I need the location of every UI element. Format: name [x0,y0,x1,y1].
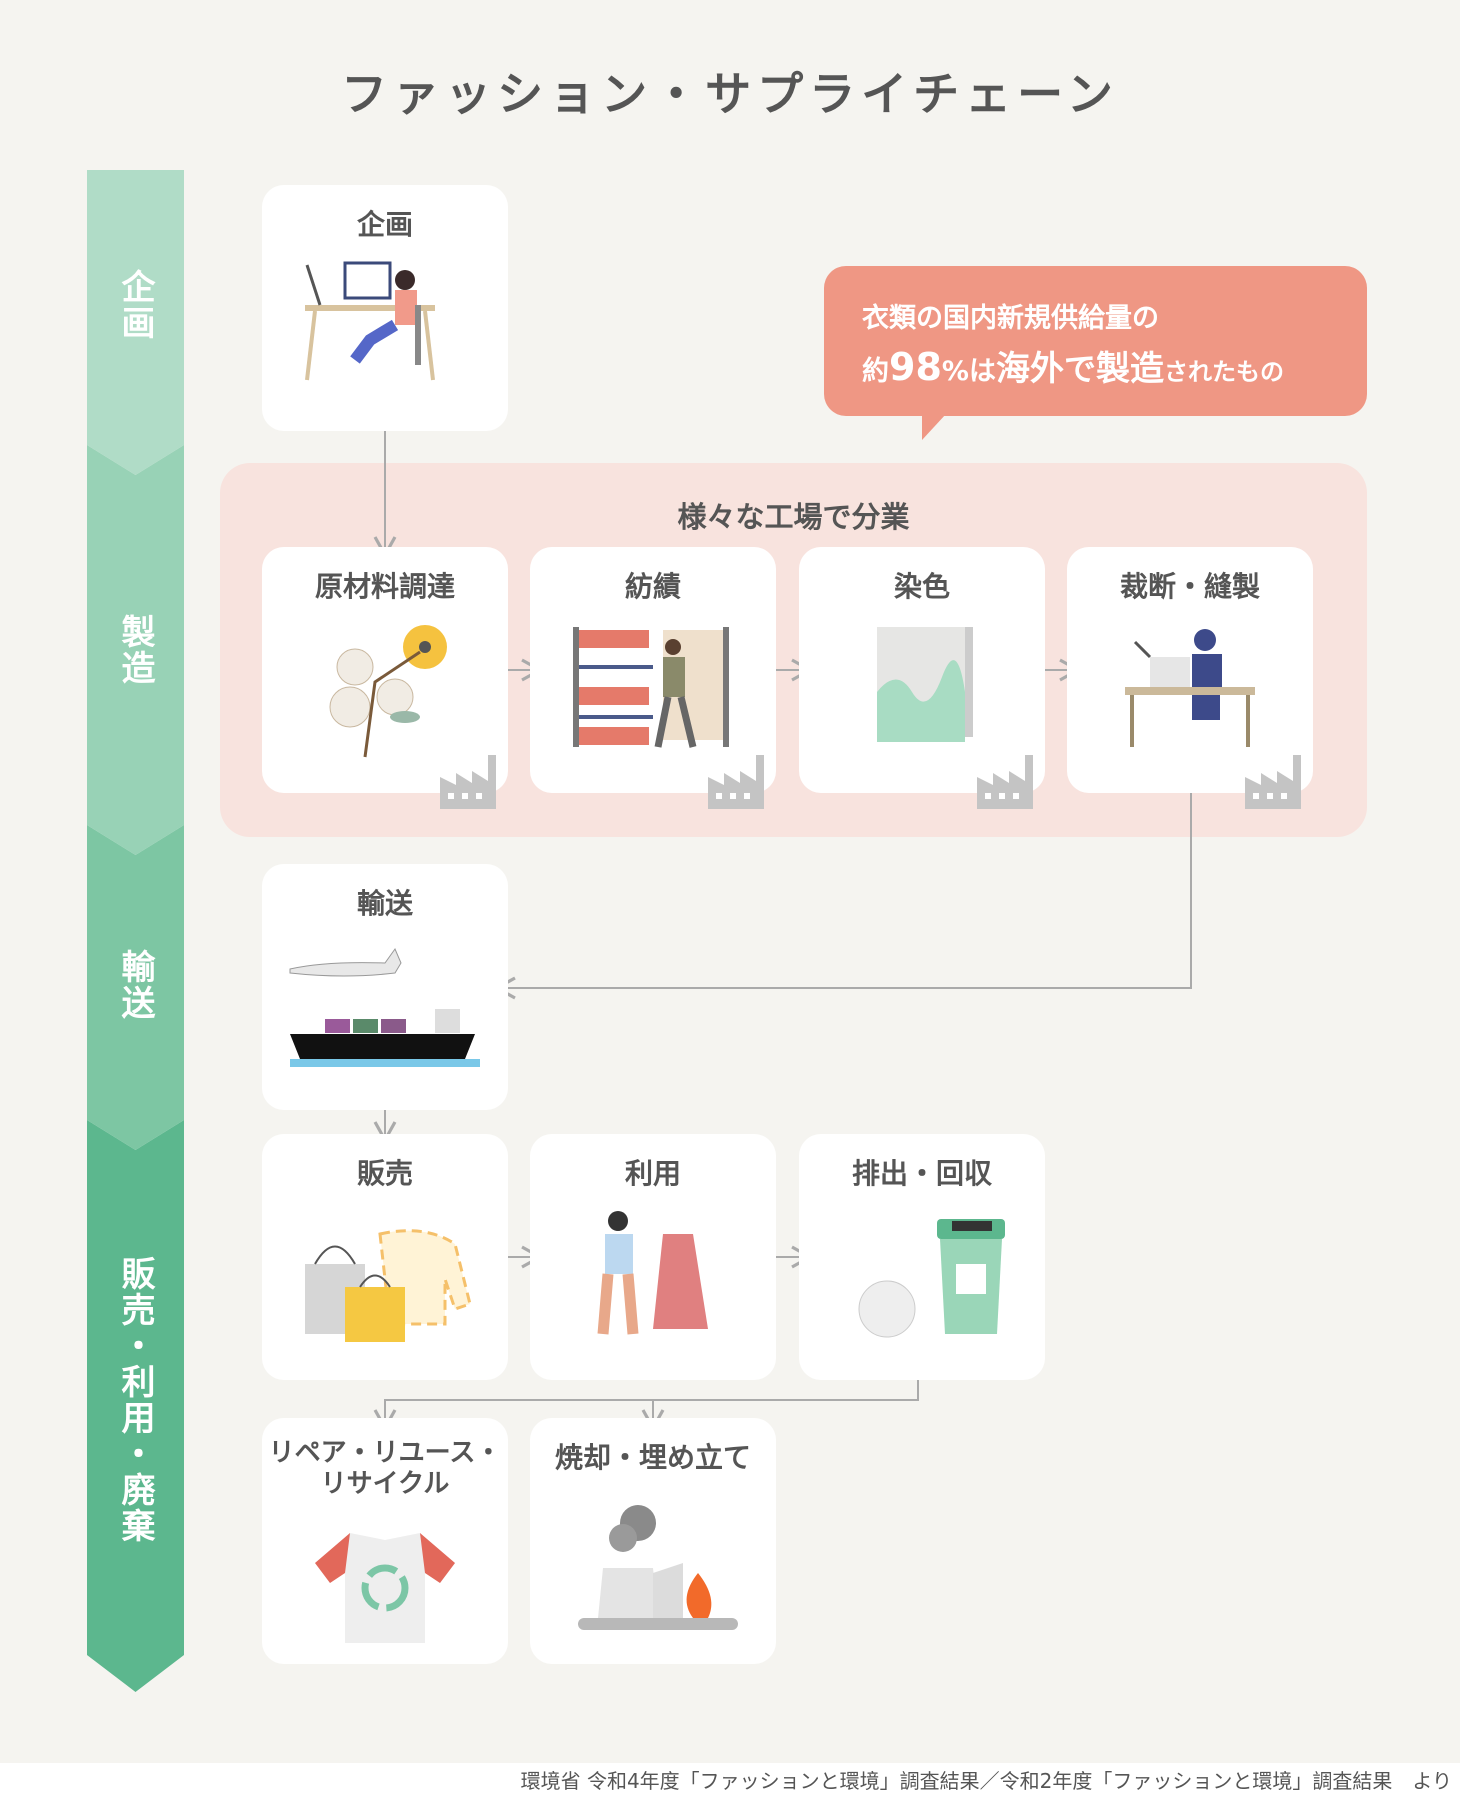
card-label: 裁断・縫製 [1119,570,1260,603]
card-raw-materials: 原材料調達 [262,547,508,809]
dyed-fabric-illustration [877,627,973,742]
card-label: 焼却・埋め立て [554,1441,751,1474]
card-disposal-collection: 排出・回収 [799,1134,1045,1380]
card-spinning: 紡績 [530,547,776,809]
factory-icon [440,755,496,809]
card-label: 原材料調達 [314,570,455,603]
sidebar-label-manufacturing: 製造 [115,614,155,686]
card-label: 紡績 [624,570,681,603]
sidebar-label-planning: 企画 [115,269,155,341]
card-label: 輸送 [356,887,413,920]
callout-bubble: 衣類の国内新規供給量の 約98%は海外で製造されたもの [824,266,1367,416]
callout-line2: 約98%は海外で製造されたもの [862,345,1284,389]
card-label: 企画 [356,208,413,241]
card-label: 排出・回収 [851,1157,992,1190]
cotton-illustration [329,625,447,758]
designer-at-desk-illustration [305,261,435,381]
spinning-machine-illustration [573,627,729,748]
callout-line1: 衣類の国内新規供給量の [862,303,1159,334]
source-footer: 環境省 令和4年度「ファッションと環境」調査結果／令和2年度「ファッションと環境… [0,1763,1460,1799]
card-label: 利用 [624,1157,681,1190]
card-use: 利用 [530,1134,776,1380]
sidebar-segment-4 [87,1120,184,1692]
card-cutting-sewing: 裁断・縫製 [1067,547,1313,809]
card-label: リペア・リユース・リサイクル [268,1438,502,1499]
card-dyeing: 染色 [799,547,1045,809]
recycled-tshirt-illustration [315,1533,455,1643]
recycling-bin-illustration [858,1219,1005,1338]
sidebar-label-transport: 輸送 [115,949,155,1021]
factory-icon [708,755,764,809]
card-sales: 販売 [262,1134,508,1380]
woman-with-clothes-illustration [597,1211,708,1335]
card-transport: 輸送 [262,864,508,1110]
factory-icon [977,755,1033,809]
factory-icon [1245,755,1301,809]
card-label: 染色 [893,570,950,603]
sewing-worker-illustration [1125,629,1255,747]
callout-tail [922,414,946,440]
card-planning: 企画 [262,185,508,431]
card-label: 販売 [356,1157,413,1190]
sidebar-segment-2 [87,445,184,855]
incinerator-illustration [578,1505,738,1630]
card-repair-reuse-recycle: リペア・リユース・リサイクル [262,1418,508,1664]
shopping-bags-illustration [305,1229,472,1342]
card-incineration-landfill: 焼却・埋め立て [530,1418,776,1664]
sidebar-label-sales-use-disposal: 販売・利用・廃棄 [115,1256,155,1544]
plane-and-ship-illustration [289,947,480,1067]
sidebar-segment-1 [87,170,184,475]
page-title: ファッション・サプライチェーン [341,67,1119,121]
sidebar-segment-3 [87,825,184,1150]
factory-area-title: 様々な工場で分業 [677,500,910,534]
